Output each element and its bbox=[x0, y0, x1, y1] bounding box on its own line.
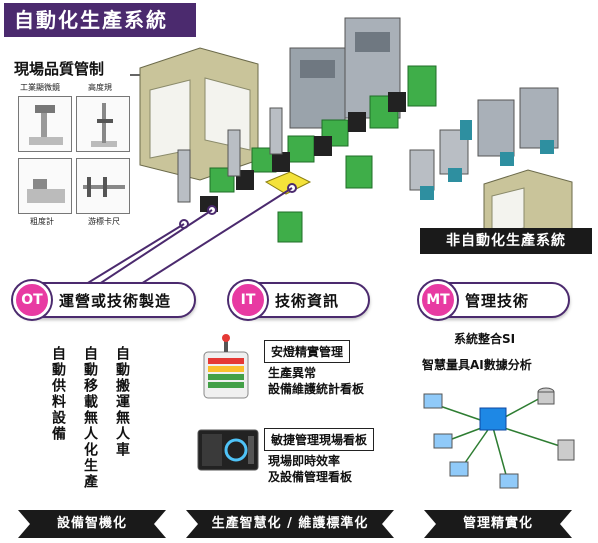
factory-illustration bbox=[59, 17, 573, 300]
ot-title: 運營或技術製造 bbox=[59, 291, 172, 310]
quality-control-title: 現場品質管制 bbox=[14, 60, 105, 78]
it-title: 技術資訊 bbox=[275, 291, 340, 310]
pc-icon bbox=[499, 473, 519, 489]
pc-icon bbox=[449, 461, 469, 477]
non-automated-label: 非自動化生產系統 bbox=[420, 228, 592, 254]
ot-item-agv: 自動搬運無人車 bbox=[114, 346, 130, 458]
tool-label-microscope: 工業顯微鏡 bbox=[20, 83, 60, 92]
it-andon-desc-1: 生產異常 bbox=[268, 366, 317, 380]
tool-label-caliper: 游標卡尺 bbox=[88, 217, 120, 226]
microscope-image bbox=[18, 96, 72, 152]
it-andon-desc-2: 設備維護統計看板 bbox=[268, 382, 365, 396]
mt-item-ai: 智慧量具AI數據分析 bbox=[422, 358, 532, 372]
ot-footer-banner: 設備智機化 bbox=[18, 510, 166, 538]
it-dashboard-desc-2: 及設備管理看板 bbox=[268, 470, 353, 484]
automated-line bbox=[177, 17, 437, 243]
pc-icon bbox=[423, 393, 443, 409]
roughness-tester-image bbox=[18, 158, 72, 214]
it-dashboard-label: 敏捷管理現場看板 bbox=[264, 428, 375, 451]
network-diagram bbox=[423, 387, 575, 489]
it-footer-banner: 生產智慧化 / 維護標準化 bbox=[186, 510, 394, 538]
it-andon-label: 安燈精實管理 bbox=[264, 340, 351, 363]
ot-badge: OT bbox=[13, 281, 51, 319]
pc-icon bbox=[433, 433, 453, 449]
it-footer-text: 生產智慧化 / 維護標準化 bbox=[211, 516, 369, 531]
quality-tools-panel: 工業顯微鏡 高度規 粗度計 游標卡尺 bbox=[18, 83, 130, 234]
dashboard-screen-icon bbox=[197, 429, 259, 471]
mt-footer-banner: 管理精實化 bbox=[424, 510, 572, 538]
page-title: 自動化生產系統 bbox=[4, 3, 196, 37]
it-dashboard-desc-1: 現場即時效率 bbox=[268, 454, 341, 468]
ot-header: OT 運營或技術製造 bbox=[13, 281, 196, 319]
it-badge: IT bbox=[229, 281, 267, 319]
mt-title: 管理技術 bbox=[465, 291, 530, 310]
non-automated-line bbox=[409, 87, 573, 245]
mt-badge: MT bbox=[419, 281, 457, 319]
tool-label-roughness: 粗度計 bbox=[30, 217, 54, 226]
height-gauge-image bbox=[76, 96, 130, 152]
mt-footer-text: 管理精實化 bbox=[462, 516, 533, 531]
ot-footer-text: 設備智機化 bbox=[56, 516, 127, 531]
mt-item-si: 系統整合SI bbox=[454, 332, 516, 346]
caliper-image bbox=[76, 158, 130, 214]
it-header: IT 技術資訊 bbox=[229, 281, 370, 319]
ot-item-auto-feed: 自動供料設備 bbox=[50, 346, 66, 442]
andon-device-icon bbox=[203, 334, 249, 399]
central-monitor-icon bbox=[479, 407, 507, 431]
mt-header: MT 管理技術 bbox=[419, 281, 570, 319]
tool-label-height-gauge: 高度規 bbox=[88, 83, 112, 92]
server-icon bbox=[557, 439, 575, 461]
ot-item-auto-transfer: 自動移載無人化生產 bbox=[82, 346, 98, 490]
